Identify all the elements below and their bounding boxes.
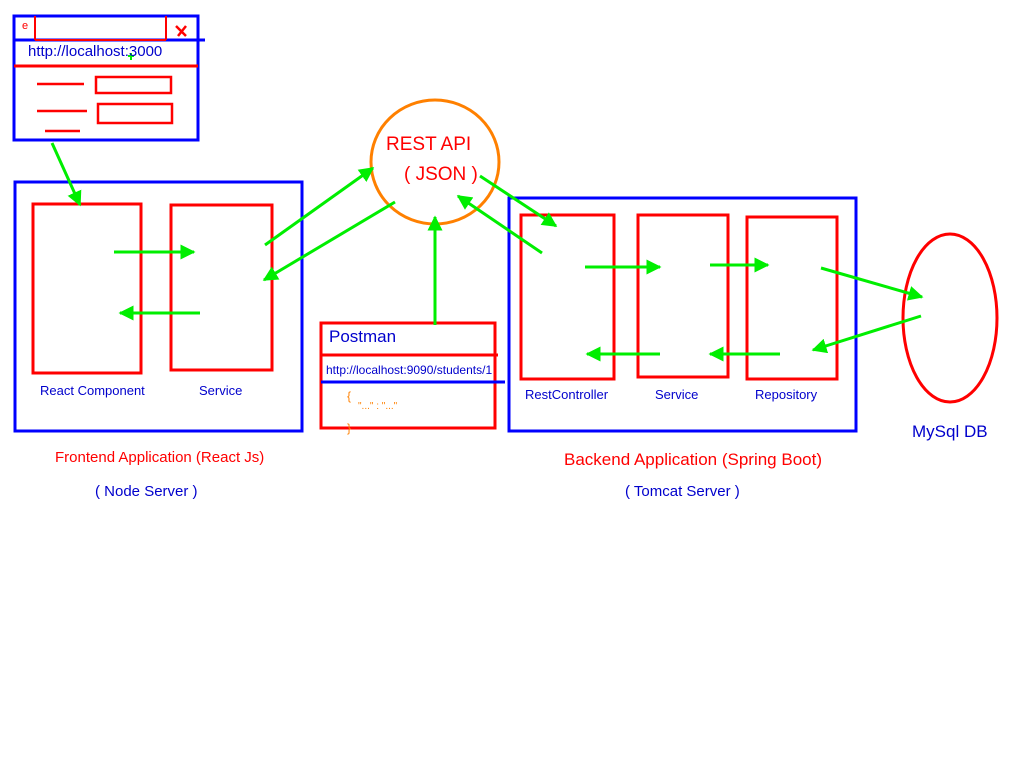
backend-title: Backend Application (Spring Boot): [564, 450, 822, 469]
close-icon: [175, 25, 187, 37]
arrow-browser-to-react: [50, 142, 82, 207]
postman-box: [319, 321, 505, 430]
form-sketch: [37, 75, 174, 133]
postman-title: Postman: [329, 327, 397, 346]
arrow-restcontroller-to-api: [456, 194, 543, 255]
frontend-service-box: [169, 203, 274, 372]
postman-json-open: {: [347, 389, 352, 403]
rest-controller-label: RestController: [525, 387, 609, 402]
database-ellipse: [901, 232, 999, 404]
backend-service-label: Service: [655, 387, 699, 402]
postman-json-close: }: [347, 421, 352, 435]
frontend-server: ( Node Server ): [95, 483, 198, 500]
arrow-service-to-api: [264, 166, 375, 247]
database-label: MySql DB: [912, 422, 988, 441]
arrow-repository-to-db: [820, 266, 924, 301]
backend-service-box: [636, 213, 730, 379]
arrow-api-to-restcontroller: [479, 174, 558, 228]
browser-tab-letter: e: [22, 20, 29, 32]
arrow-db-to-repository: [811, 314, 922, 354]
frontend-service-label: Service: [199, 383, 243, 398]
backend-server: ( Tomcat Server ): [625, 483, 740, 500]
frontend-title: Frontend Application (React Js): [55, 449, 265, 466]
arrow-api-to-service: [262, 200, 396, 282]
backend-container: [507, 196, 858, 433]
frontend-container: [13, 180, 304, 433]
react-component-label: React Component: [40, 383, 145, 398]
repository-box: [745, 215, 839, 381]
repository-label: Repository: [755, 387, 818, 402]
postman-json-body: "..." : "...": [358, 401, 398, 412]
rest-api-label: REST API: [386, 134, 472, 155]
postman-url: http://localhost:9090/students/1: [326, 363, 493, 377]
flow-arrows: [50, 142, 924, 362]
browser-window-sketch: [12, 14, 205, 142]
react-component-box: [31, 202, 143, 375]
browser-url: http://localhost:3000: [28, 43, 163, 60]
rest-controller-box: [519, 213, 616, 381]
json-label: ( JSON ): [404, 164, 478, 185]
